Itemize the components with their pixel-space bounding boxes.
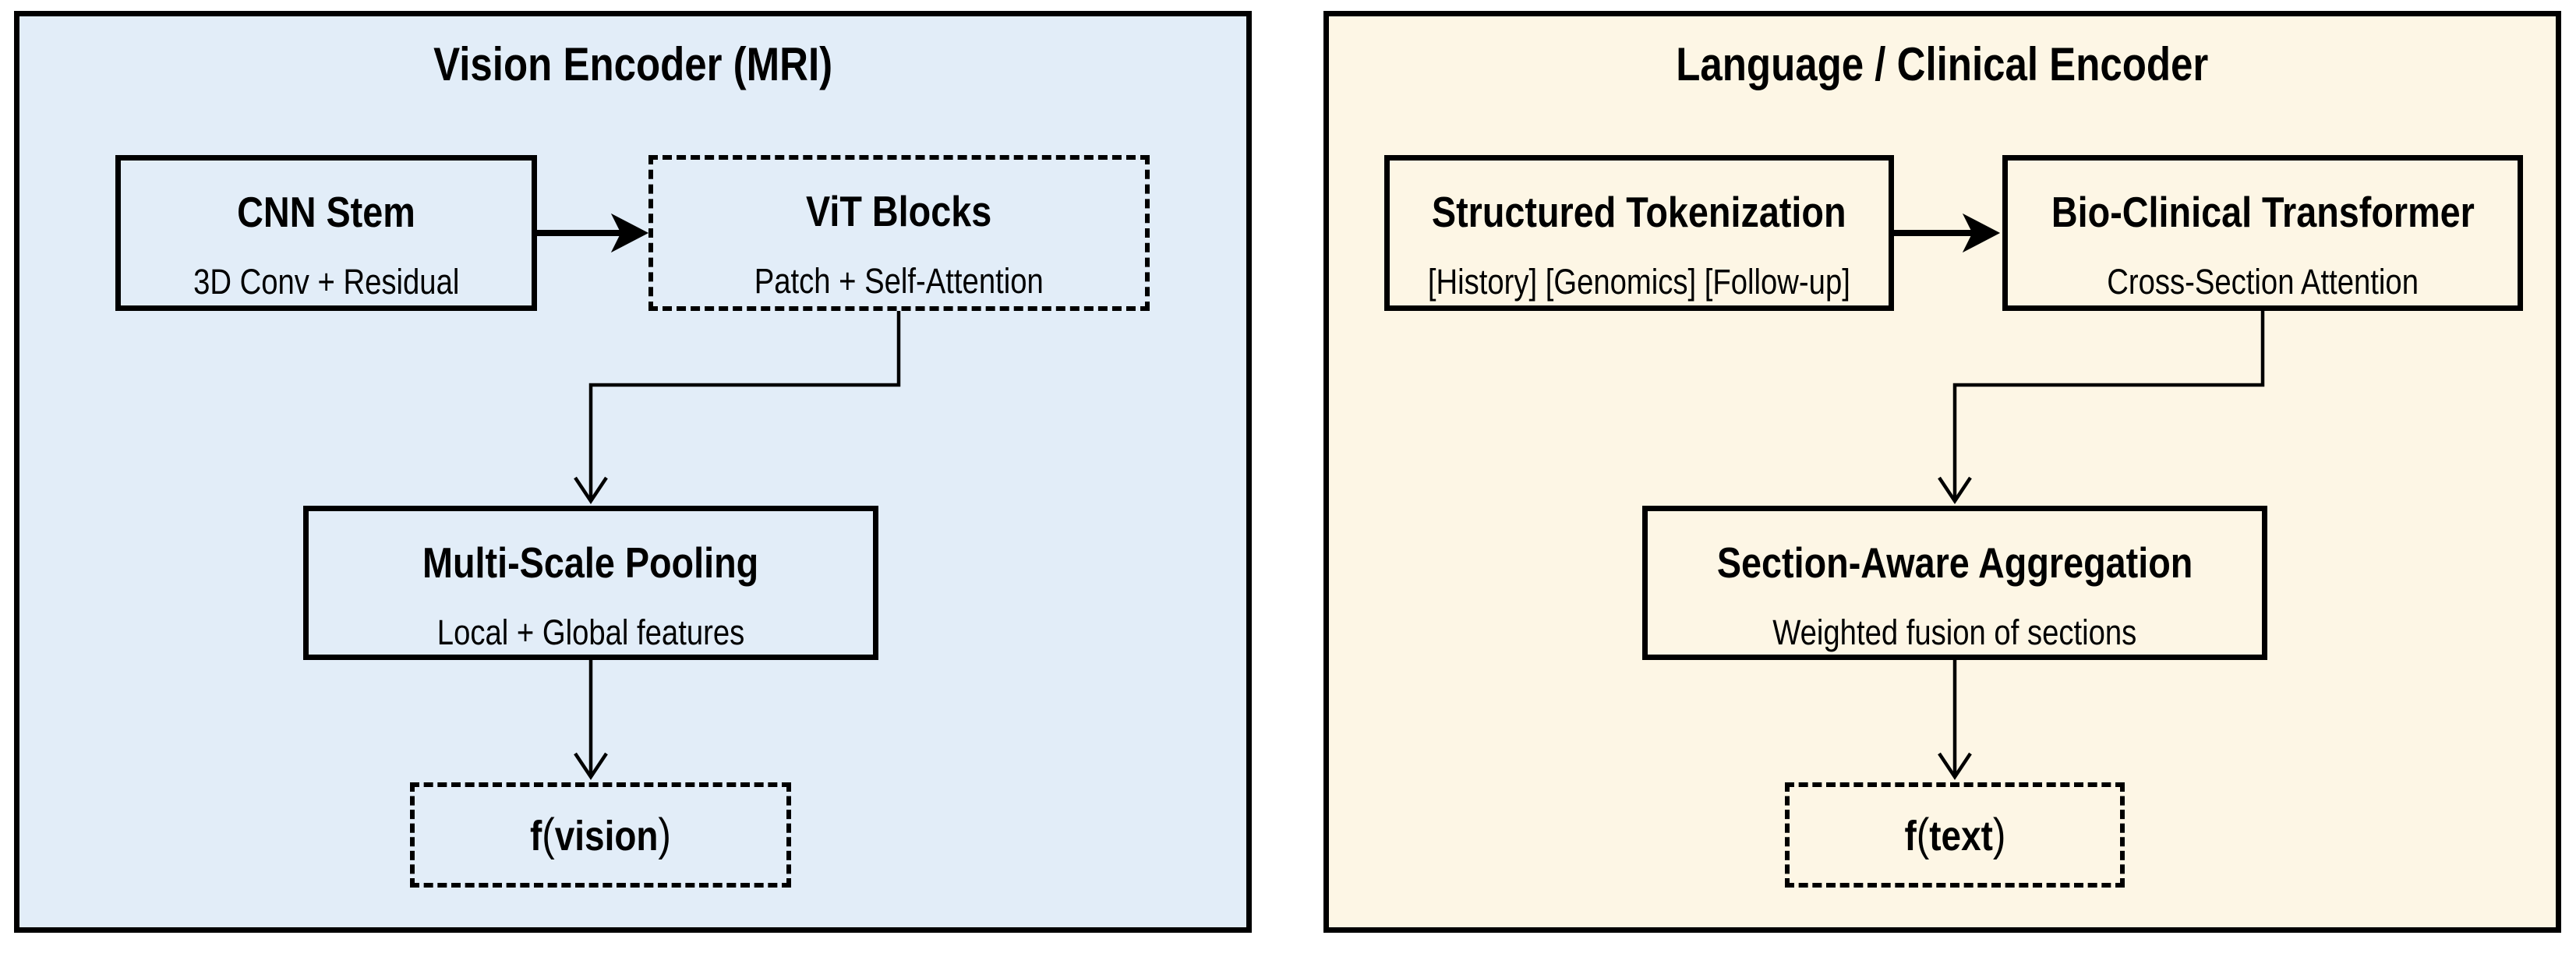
box-multi-scale-pooling-subtitle: Local + Global features <box>436 612 745 652</box>
panel-title-language-text: Language / Clinical Encoder <box>1676 38 2209 90</box>
box-section-aware-aggregation: Section-Aware Aggregation Weighted fusio… <box>1642 506 2267 660</box>
arrow-cnn-to-vit <box>537 213 649 253</box>
box-bio-clinical-transformer: Bio-Clinical Transformer Cross-Section A… <box>2002 155 2523 311</box>
panel-title-vision: Vision Encoder (MRI) <box>19 38 1246 91</box>
arrow-pooling-to-output <box>574 660 608 781</box>
box-multi-scale-pooling-title: Multi-Scale Pooling <box>422 538 759 587</box>
box-cnn-stem: CNN Stem 3D Conv + Residual <box>115 155 537 311</box>
f-text-label: f(text) <box>1904 810 2005 860</box>
f-vision-label: f(vision) <box>530 810 671 860</box>
box-section-aware-aggregation-subtitle: Weighted fusion of sections <box>1772 612 2137 652</box>
panel-language-clinical-encoder: Language / Clinical Encoder Structured T… <box>1323 11 2561 933</box>
box-cnn-stem-title: CNN Stem <box>237 188 415 236</box>
box-vit-blocks-title: ViT Blocks <box>806 187 992 235</box>
panel-vision-encoder: Vision Encoder (MRI) CNN Stem <box>14 11 1252 933</box>
box-cnn-stem-subtitle: 3D Conv + Residual <box>193 262 460 302</box>
arrow-vit-to-pooling <box>574 311 901 505</box>
arrow-aggregation-to-output <box>1938 660 1972 781</box>
panel-title-language: Language / Clinical Encoder <box>1329 38 2556 91</box>
box-vit-blocks-subtitle: Patch + Self-Attention <box>754 261 1044 301</box>
box-bio-clinical-transformer-title: Bio-Clinical Transformer <box>2051 188 2475 236</box>
box-f-vision: f(vision) <box>410 782 791 888</box>
box-structured-tokenization-subtitle: [History] [Genomics] [Follow-up] <box>1427 262 1851 302</box>
box-f-text: f(text) <box>1785 782 2125 888</box>
box-structured-tokenization: Structured Tokenization [History] [Genom… <box>1384 155 1894 311</box>
box-vit-blocks: ViT Blocks Patch + Self-Attention <box>648 155 1150 311</box>
arrow-transformer-to-aggregation <box>1938 311 2265 505</box>
box-section-aware-aggregation-title: Section-Aware Aggregation <box>1716 538 2193 587</box>
box-structured-tokenization-title: Structured Tokenization <box>1432 188 1846 236</box>
arrow-tokenization-to-transformer <box>1894 213 2001 253</box>
box-multi-scale-pooling: Multi-Scale Pooling Local + Global featu… <box>303 506 878 660</box>
box-bio-clinical-transformer-subtitle: Cross-Section Attention <box>2107 262 2419 302</box>
panel-title-vision-text: Vision Encoder (MRI) <box>433 38 832 90</box>
